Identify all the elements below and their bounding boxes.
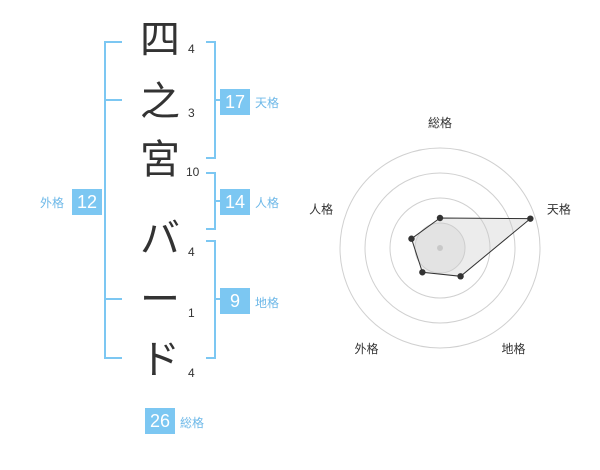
gaikaku-bracket [104,41,106,359]
tenkaku-bracket-top [206,41,216,43]
name-char-6: ド [140,337,180,383]
radar-axis-label: 総格 [428,115,452,130]
gaikaku-tick-lower [104,298,122,300]
radar-point-人格 [408,235,415,242]
gaikaku-label: 外格 [40,196,65,210]
jinkaku-bracket-top [206,172,216,174]
jinkaku-label: 人格 [255,196,280,210]
chikaku-label: 地格 [255,296,280,310]
radar-rings [339,147,541,349]
radar-data-layer [408,214,534,280]
chikaku-bracket-top [206,240,216,242]
jinkaku-connector [214,200,222,202]
tenkaku-value: 17 [220,89,250,115]
soukaku-value: 26 [145,408,175,434]
radar-point-天格 [527,215,534,222]
radar-ring-3 [364,172,516,324]
radar-axis-label: 外格 [354,341,378,356]
radar-point-総格 [436,214,444,222]
stroke-count-3: 10 [186,165,200,179]
radar-axis-label: 地格 [501,341,525,356]
chikaku-bracket-bottom [206,357,216,359]
soukaku-label: 総格 [180,416,205,430]
stroke-count-4: 4 [188,245,195,259]
tenkaku-label: 天格 [255,96,280,110]
gaikaku-bracket-bottom [104,357,122,359]
radar-ring-4 [339,147,541,349]
gaikaku-tick-upper [104,99,122,101]
stroke-count-2: 3 [188,106,195,120]
tenkaku-connector [214,99,222,101]
radar-point-外格 [419,269,426,276]
radar-center [437,245,443,251]
tenkaku-bracket-bottom [206,157,216,159]
stroke-count-1: 4 [188,42,195,56]
name-char-3: 宮 [140,137,180,183]
stroke-count-5: 1 [188,306,195,320]
radar-axis-label: 天格 [547,201,571,216]
gaikaku-value: 12 [72,189,102,215]
radar-axis-label: 人格 [309,201,333,216]
gaikaku-bracket-top [104,41,122,43]
radar-ring-2 [389,197,491,299]
jinkaku-value: 14 [220,189,250,215]
chikaku-value: 9 [220,288,250,314]
stroke-count-6: 4 [188,366,195,380]
radar-series-polygon [410,217,532,277]
radar-point-地格 [457,273,464,280]
name-char-5: ー [140,277,180,323]
jinkaku-bracket-bottom [206,228,216,230]
name-char-4: バ [140,216,180,262]
chikaku-connector [214,298,222,300]
name-char-1: 四 [140,17,180,63]
name-char-2: 之 [140,79,180,125]
